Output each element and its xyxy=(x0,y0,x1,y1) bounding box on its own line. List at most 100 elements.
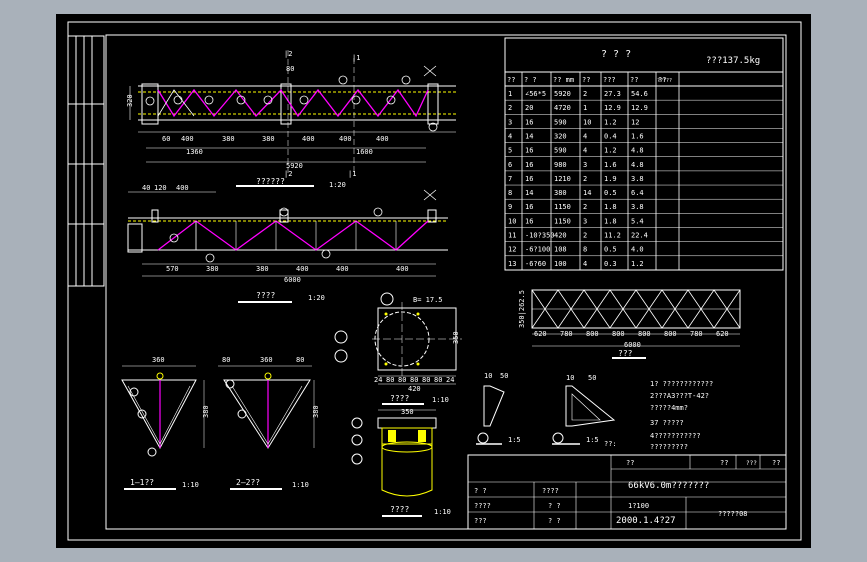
table-cell: 4 xyxy=(583,147,587,155)
table-header-cell: ?? xyxy=(582,76,590,84)
table-cell: 4720 xyxy=(554,104,571,112)
table-header-cell: ?? xyxy=(658,76,666,84)
layout-seg-dim: 780 xyxy=(560,330,573,338)
table-cell: 0.3 xyxy=(604,260,617,268)
notes: ??: 1? ???????????? 2???A3???T-42? ?????… xyxy=(604,380,713,451)
plate-seg-dim: 24 xyxy=(374,376,382,384)
table-cell: 1.6 xyxy=(604,161,617,169)
table-cell: 20 xyxy=(525,104,533,112)
sec2-right-dim: 80 xyxy=(296,356,304,364)
plate-seg-dim: 80 xyxy=(434,376,442,384)
table-cell: 12 xyxy=(631,118,639,126)
table-cell: 1150 xyxy=(554,217,571,225)
table-cell: 5920 xyxy=(554,90,571,98)
table-cell: 1.2 xyxy=(604,147,617,155)
elev-seg-3: 380 xyxy=(222,135,235,143)
plan-total-dim: 6000 xyxy=(284,276,301,284)
tb-r1a: ? ? xyxy=(474,487,487,495)
tb-header-2: ??? xyxy=(746,460,757,467)
tb-r3a: ??? xyxy=(474,517,487,525)
plate-seg-dim: 80 xyxy=(386,376,394,384)
section-2-title: 2—2?? xyxy=(236,478,260,487)
tb-date: 2000.1.4?27 xyxy=(616,516,676,526)
plate-seg-dim: 80 xyxy=(422,376,430,384)
elev-seg-1: 60 xyxy=(162,135,170,143)
layout-seg-dim: 620 xyxy=(534,330,547,338)
table-cell: -6?100 xyxy=(525,246,550,254)
section-mark-2-bottom: |2 xyxy=(284,170,292,178)
elev-seg-6: 400 xyxy=(339,135,352,143)
table-cell: 2 xyxy=(583,90,587,98)
section-2-scale: 1:10 xyxy=(292,481,309,489)
layout-total-dim: 6000 xyxy=(624,341,641,349)
plate-total-dim: 420 xyxy=(408,385,421,393)
table-total: ???137.5kg xyxy=(706,56,760,66)
elevation-scale: 1:20 xyxy=(329,181,346,189)
table-cell: 100 xyxy=(554,260,567,268)
table-cell: 1.8 xyxy=(604,203,617,211)
table-cell: 6 xyxy=(508,161,512,169)
det13-scale: 1:5 xyxy=(508,436,521,444)
tb-r2a: ???? xyxy=(474,502,491,510)
table-cell: 0.5 xyxy=(604,246,617,254)
det12-dim-b: 50 xyxy=(588,374,596,382)
section-1-1: 360 380 1—1?? 1:10 xyxy=(121,356,210,490)
table-cell: 1150 xyxy=(554,203,571,211)
table-cell: 4.8 xyxy=(631,147,644,155)
notes-label: ??: xyxy=(604,440,617,448)
table-cell: 9 xyxy=(508,203,512,211)
material-table: ? ? ? ???137.5kg ??? ??? mm?????????????… xyxy=(504,37,784,271)
detail-13: 10 50 1:5 xyxy=(476,372,521,445)
table-cell: 5.4 xyxy=(631,217,644,225)
elev-height-dim: 320 xyxy=(126,94,134,107)
cad-drawing: |2 |1 |2 |1 320 80 60 400 380 380 400 40… xyxy=(67,21,802,541)
table-cell: 14 xyxy=(525,189,533,197)
layout-height-dim: 350|262.5 xyxy=(518,290,526,328)
table-cell: 3 xyxy=(583,217,587,225)
table-cell: 3 xyxy=(508,118,512,126)
det12-dim-a: 10 xyxy=(566,374,574,382)
section-1-scale: 1:10 xyxy=(182,481,199,489)
table-header-cell: ?? mm xyxy=(553,76,574,84)
table-cell: 1.9 xyxy=(604,175,617,183)
plan-title: ???? xyxy=(256,291,275,300)
table-cell: 1.8 xyxy=(604,217,617,225)
pole-title: ???? xyxy=(390,505,409,514)
table-cell: 22.4 xyxy=(631,232,648,240)
elevation-view: |2 |1 |2 |1 320 80 60 400 380 380 400 40… xyxy=(126,50,456,201)
plate-thickness: B= 17.5 xyxy=(413,296,443,304)
table-cell: 1 xyxy=(583,104,587,112)
table-header-cell: ??? xyxy=(603,76,616,84)
sec2-width-dim: 360 xyxy=(260,356,273,364)
table-cell: 108 xyxy=(554,246,567,254)
sec1-side-dim: 380 xyxy=(202,405,210,418)
table-title: ? ? ? xyxy=(601,49,631,60)
table-cell: 980 xyxy=(554,161,567,169)
layout-seg-dim: 800 xyxy=(612,330,625,338)
table-cell: 14 xyxy=(525,132,533,140)
table-cell: 11.2 xyxy=(604,232,621,240)
plate-seg-dim: 80 xyxy=(410,376,418,384)
elev-seg-2: 400 xyxy=(181,135,194,143)
plate-side-dim: 350 xyxy=(452,331,460,344)
plan-seg-5: 400 xyxy=(336,265,349,273)
section-2-2: 80 360 80 380 2—2?? 1:10 xyxy=(218,356,320,490)
table-cell: 12 xyxy=(508,246,516,254)
plan-seg-1: 570 xyxy=(166,265,179,273)
table-header-cell: ?? xyxy=(507,76,515,84)
table-cell: 4 xyxy=(583,260,587,268)
note-line-4: 37 ????? xyxy=(650,419,684,427)
plate-seg-dim: 80 xyxy=(398,376,406,384)
sec2-left-dim: 80 xyxy=(222,356,230,364)
pole-scale: 1:10 xyxy=(434,508,451,516)
section-mark-1-bottom: |1 xyxy=(348,170,356,178)
det12-scale: 1:5 xyxy=(586,436,599,444)
layout-seg-dim: 800 xyxy=(638,330,651,338)
table-cell: 16 xyxy=(525,161,533,169)
table-cell: 1.2 xyxy=(631,260,644,268)
plan-scale: 1:20 xyxy=(308,294,325,302)
pole-detail: 350 ???? 1:10 xyxy=(351,408,451,517)
table-cell: 590 xyxy=(554,118,567,126)
